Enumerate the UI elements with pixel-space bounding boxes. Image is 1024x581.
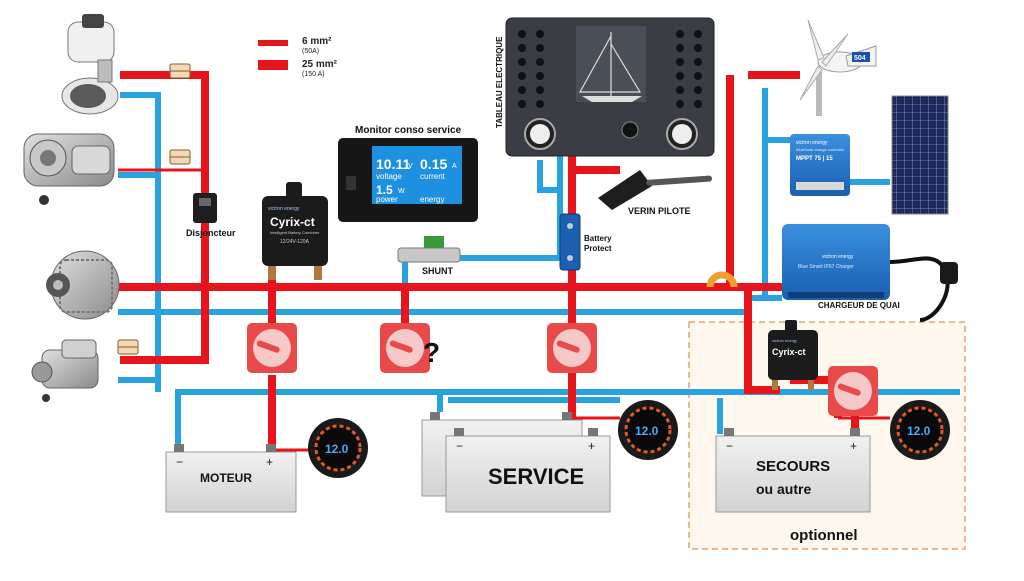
monitor-current-unit: A <box>452 163 457 170</box>
electrical-panel <box>505 17 715 157</box>
battery-plus: + <box>850 439 857 453</box>
mppt-sub: BlueSolar charge controller <box>796 147 845 152</box>
battery-switch-icon <box>247 323 297 373</box>
legend-thin-swatch <box>258 40 288 46</box>
circuit-breaker-label: Disjoncteur <box>186 228 236 238</box>
cyrix-main-sub: Intelligent Battery Combiner <box>270 230 320 235</box>
shunt-label: SHUNT <box>422 266 454 276</box>
panel-label: TABLEAU ELECTRIQUE <box>495 36 504 128</box>
voltmeter-reading: 12.0 <box>635 424 659 438</box>
shore-charger-label: CHARGEUR DE QUAI <box>818 301 900 310</box>
battery-minus: − <box>456 439 463 453</box>
monitor-energy-label: energy <box>420 195 444 204</box>
shore-plug-icon <box>889 256 958 322</box>
battery-switch-icon <box>380 323 430 373</box>
wind-badge: 504 <box>854 55 866 62</box>
battery-secours-label-2: ou autre <box>756 481 811 497</box>
legend-thin-rating: (50A) <box>302 48 319 55</box>
battery-secours: − + SECOURS ou autre <box>715 428 871 513</box>
bow-thruster-icon <box>61 14 119 115</box>
legend-thick-rating: (150 A) <box>302 71 325 78</box>
charger-brand: victron energy <box>822 254 854 260</box>
battery-plus: + <box>266 455 273 469</box>
voltmeter-icon: 12.0 <box>618 400 678 460</box>
mppt-controller: victron energy BlueSolar charge controll… <box>790 134 850 196</box>
monitor-power-label: power <box>376 195 398 204</box>
battery-minus: − <box>726 439 733 453</box>
wire-crossing-hop <box>706 271 738 288</box>
monitor-voltage-label: voltage <box>376 172 402 181</box>
voltmeter-reading: 12.0 <box>907 424 931 438</box>
solar-panel-icon <box>891 95 949 215</box>
optional-label: optionnel <box>790 527 858 544</box>
cyrix-ct-combiner-main: victron energy Cyrix-ct Intelligent Batt… <box>262 182 328 280</box>
alternator-icon <box>46 250 120 320</box>
battery-plus: + <box>588 439 595 453</box>
monitor-current-label: current <box>420 172 446 181</box>
autopilot-ram-label: VERIN PILOTE <box>628 206 691 216</box>
legend-thick-label: 25 mm² <box>302 59 338 70</box>
autopilot-ram-icon <box>598 170 713 210</box>
battery-service-label: SERVICE <box>488 464 584 489</box>
charger-model: Blue Smart IP67 Charger <box>798 264 854 270</box>
battery-moteur: − + MOTEUR <box>165 444 297 513</box>
mppt-brand: victron energy <box>796 140 828 146</box>
voltmeter-icon: 12.0 <box>890 400 950 460</box>
fuse-icon <box>117 339 139 355</box>
battery-moteur-label: MOTEUR <box>200 471 252 485</box>
windlass-icon <box>23 133 115 205</box>
battery-protect-label-1: Battery <box>584 234 612 243</box>
wire-legend: 6 mm² (50A) 25 mm² (150 A) <box>258 36 338 78</box>
cyrix-main-brand: victron energy <box>268 206 300 212</box>
starter-motor-icon <box>31 339 99 402</box>
legend-thin-label: 6 mm² <box>302 36 332 47</box>
battery-protect-icon <box>559 213 581 271</box>
cyrix-main-spec: 12/24V-120A <box>280 239 310 245</box>
battery-switch-icon <box>547 323 597 373</box>
cyrix-main-name: Cyrix-ct <box>270 215 315 229</box>
power-monitor-display: 10.11 V 0.15 A voltage current 1.5 W pow… <box>338 138 478 222</box>
shunt-icon <box>397 236 461 263</box>
battery-secours-label-1: SECOURS <box>756 458 830 475</box>
monitor-title: Monitor conso service <box>355 125 462 136</box>
cyrix-ct-combiner-backup: victron energy Cyrix-ct <box>768 320 818 390</box>
cyrix-backup-brand: victron energy <box>772 338 797 343</box>
fuse-icon <box>169 149 191 165</box>
circuit-breaker-icon <box>193 193 217 223</box>
voltmeter-icon: 12.0 <box>308 418 368 478</box>
monitor-power-value: 1.5 <box>376 183 393 197</box>
monitor-power-unit: W <box>398 188 405 195</box>
monitor-voltage-value: 10.11 <box>376 156 410 172</box>
monitor-current-value: 0.15 <box>420 156 447 172</box>
shore-charger: victron energy Blue Smart IP67 Charger <box>782 224 890 300</box>
panel-switches <box>518 30 702 108</box>
battery-minus: − <box>176 455 183 469</box>
wind-generator-icon: 504 <box>799 19 877 116</box>
battery-switch-icon <box>828 366 878 416</box>
monitor-voltage-unit: V <box>408 163 413 170</box>
cyrix-backup-name: Cyrix-ct <box>772 347 806 357</box>
battery-service: − + SERVICE <box>445 428 611 513</box>
mppt-model: MPPT 75 | 15 <box>796 156 833 162</box>
fuse-icon <box>169 63 191 79</box>
voltmeter-reading: 12.0 <box>325 442 349 456</box>
battery-protect-label-2: Protect <box>584 244 612 253</box>
question-mark: ? <box>423 337 440 368</box>
legend-thick-swatch <box>258 60 288 70</box>
